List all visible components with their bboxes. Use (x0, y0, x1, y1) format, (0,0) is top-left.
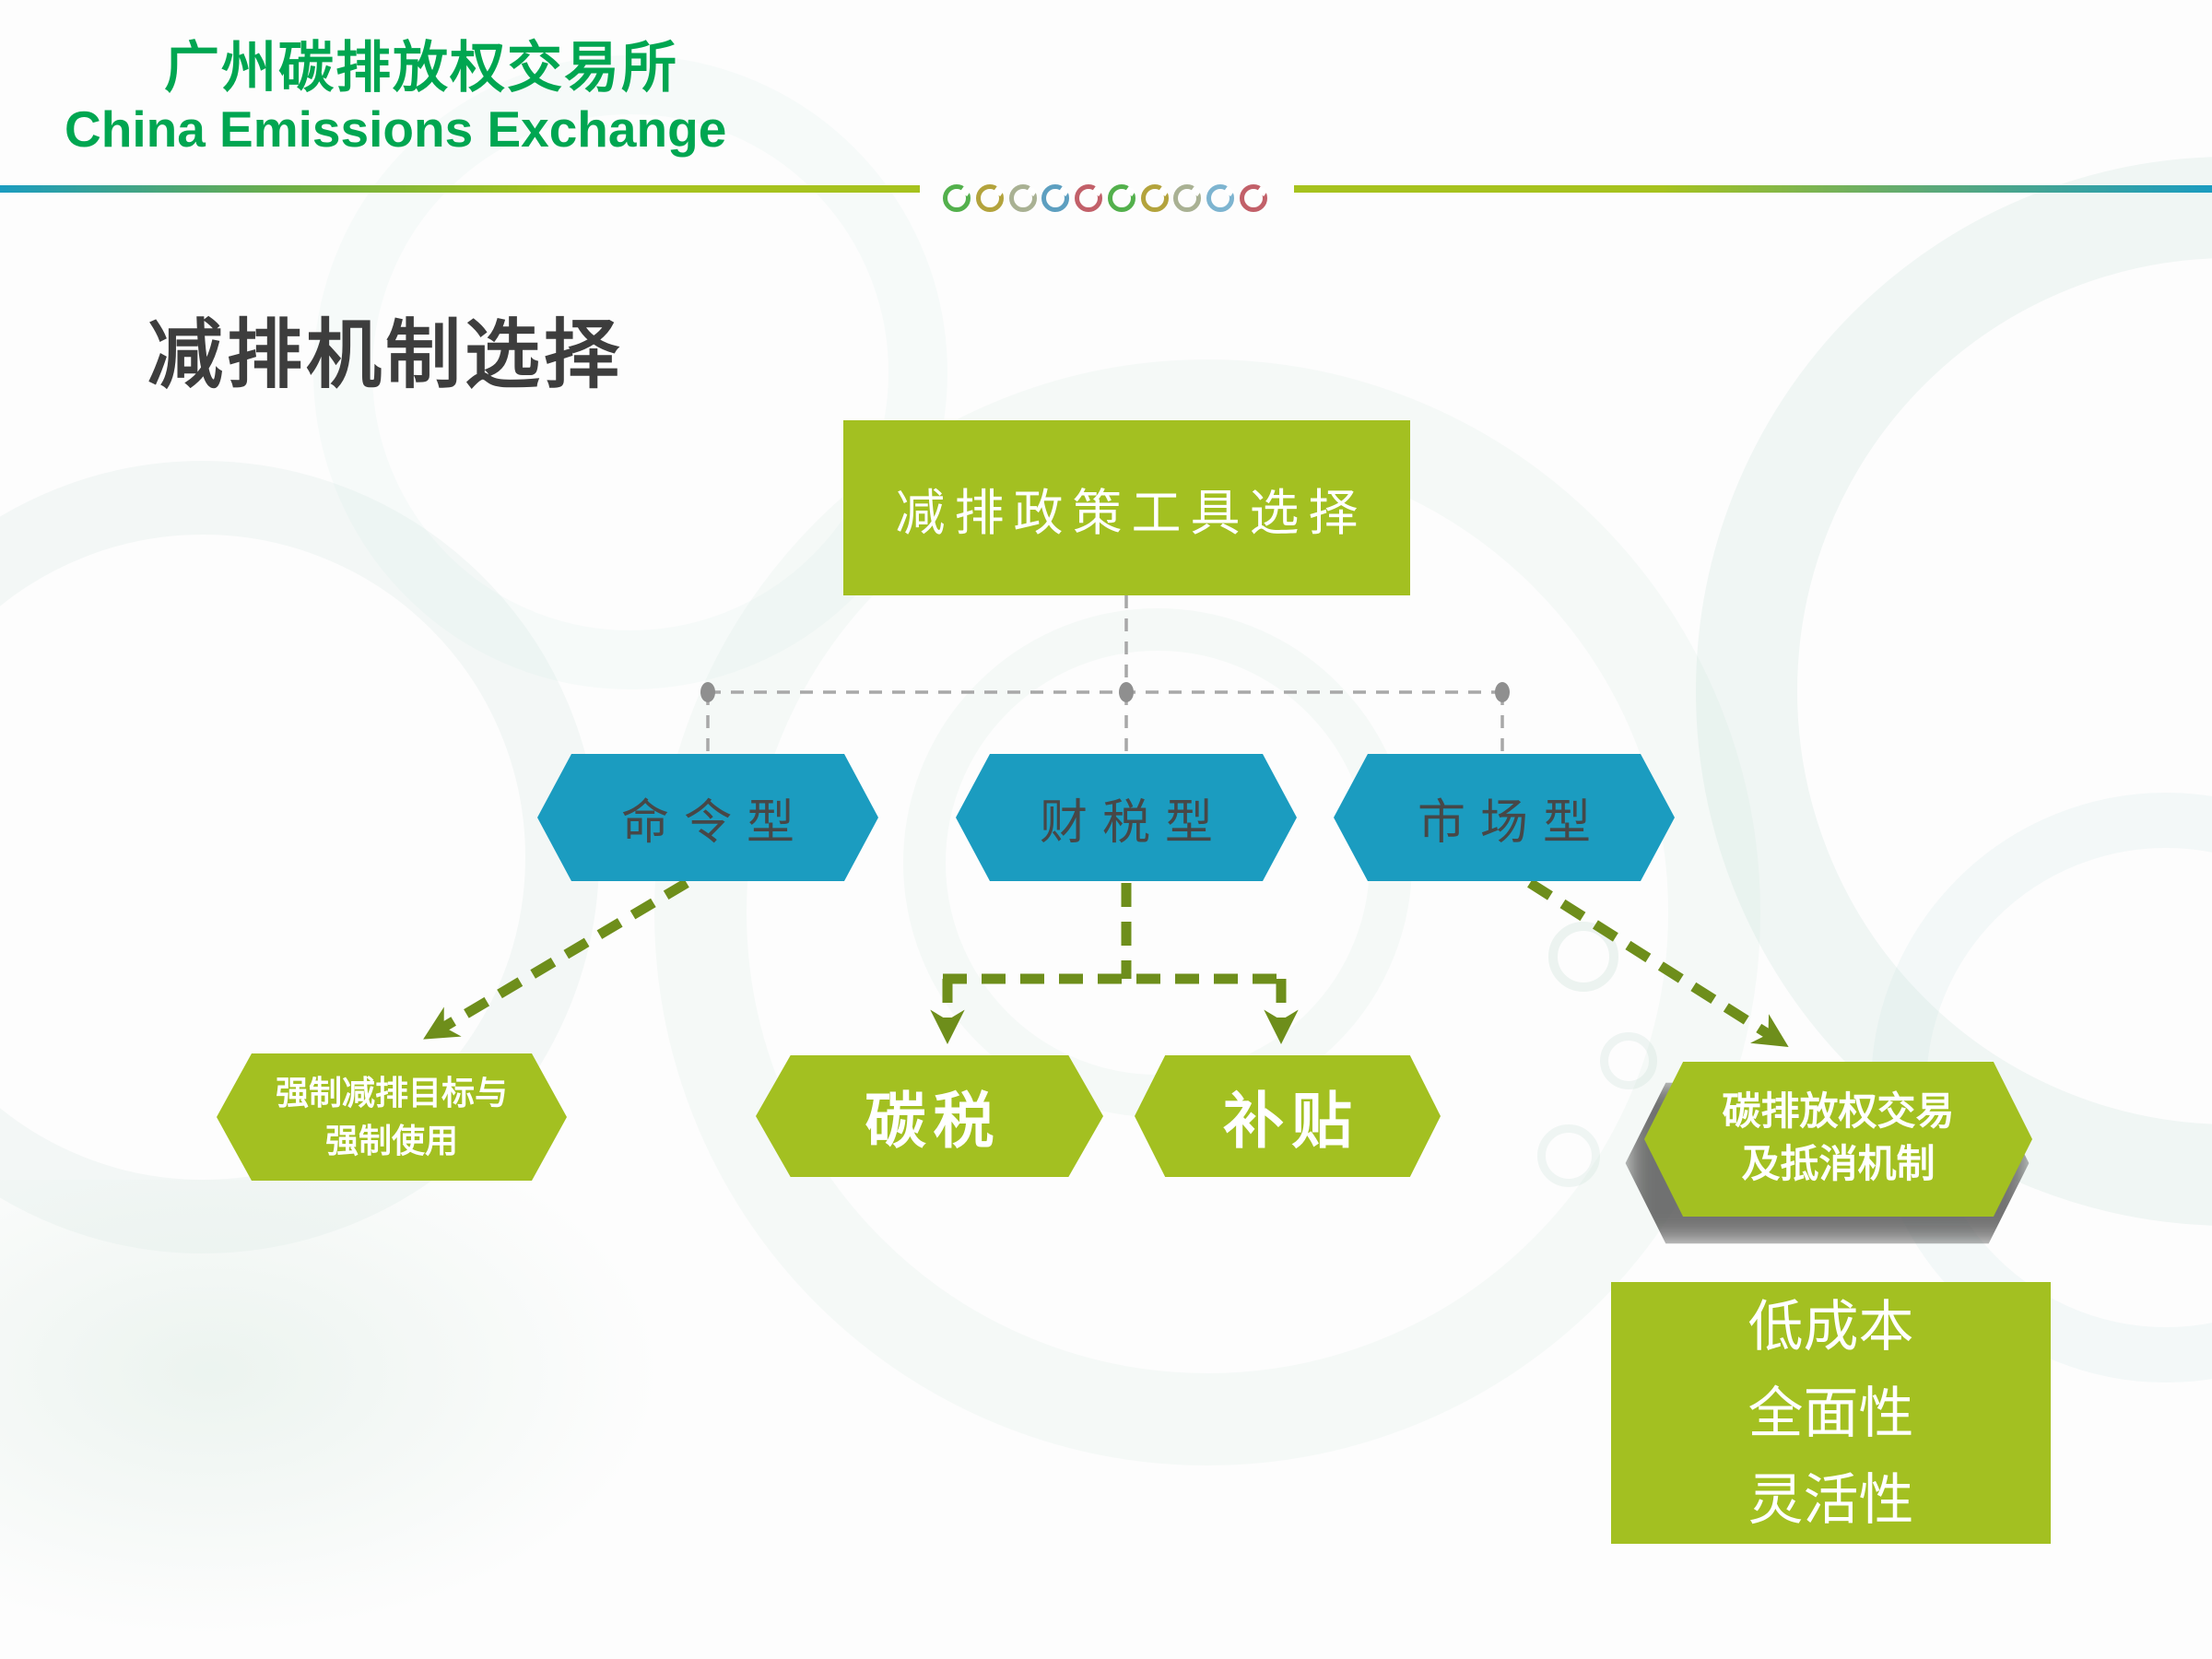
node-emissions-trading-wrap: 碳排放权交易 及抵消机制 (1625, 1062, 2032, 1244)
node-label-line1: 碳排放权交易 (1722, 1091, 1955, 1135)
recycle-ring-icon (1041, 184, 1070, 212)
node-label: 命令型 (620, 796, 809, 850)
recycle-ring-icon (1239, 184, 1267, 212)
recycle-ring-icon (1075, 184, 1103, 212)
recycle-ring-icon (943, 184, 971, 212)
node-label: 碳排放权交易 及抵消机制 (1722, 1087, 1954, 1191)
node-label-line2: 强制使用 (324, 1123, 458, 1159)
node-mandatory-targets: 强制减排目标与 强制使用 (217, 1053, 567, 1181)
node-label: 强制减排目标与 强制使用 (276, 1069, 508, 1165)
background-pebble-1 (1548, 922, 1618, 992)
node-label: 补贴 (1223, 1088, 1359, 1156)
background-wash-bottom-left (0, 1180, 700, 1659)
node-label: 减排政策工具选择 (895, 485, 1368, 541)
node-fiscal-type: 财税型 (956, 754, 1297, 881)
node-policy-tool-selection: 减排政策工具选择 (843, 420, 1410, 595)
node-emissions-trading: 碳排放权交易 及抵消机制 (1644, 1062, 2032, 1217)
logo-text-english: China Emissions Exchange (65, 100, 727, 158)
benefit-line: 灵活性 (1747, 1470, 1914, 1532)
recycle-ring-icon (1173, 184, 1202, 212)
benefits-box: 低成本 全面性 灵活性 (1611, 1282, 2051, 1544)
recycle-ring-icon (1008, 184, 1037, 212)
benefit-line: 低成本 (1747, 1297, 1914, 1358)
page-title: 减排机制选择 (147, 313, 624, 397)
background-pebble-3 (1537, 1124, 1600, 1187)
header-divider-right (1294, 185, 2212, 193)
header-decor-rings (943, 180, 1267, 217)
recycle-ring-icon (1107, 184, 1135, 212)
recycle-ring-icon (1140, 184, 1169, 212)
node-label-line2: 及抵消机制 (1741, 1144, 1936, 1186)
node-command-type: 命令型 (537, 754, 878, 881)
logo-text-chinese: 广州碳排放权交易所 (164, 37, 678, 99)
node-label-line1: 强制减排目标与 (275, 1074, 508, 1112)
benefit-line: 全面性 (1747, 1383, 1914, 1445)
recycle-ring-icon (1206, 184, 1235, 212)
node-market-type: 市场型 (1334, 754, 1675, 881)
node-subsidy: 补贴 (1135, 1055, 1441, 1177)
benefits-text: 低成本 全面性 灵活性 (1611, 1282, 2051, 1545)
node-carbon-tax: 碳税 (756, 1055, 1103, 1177)
node-label: 市场型 (1417, 796, 1606, 850)
recycle-ring-icon (975, 184, 1004, 212)
node-label: 碳税 (865, 1088, 1002, 1156)
header-divider-left (0, 185, 920, 193)
node-label: 财税型 (1039, 796, 1228, 850)
